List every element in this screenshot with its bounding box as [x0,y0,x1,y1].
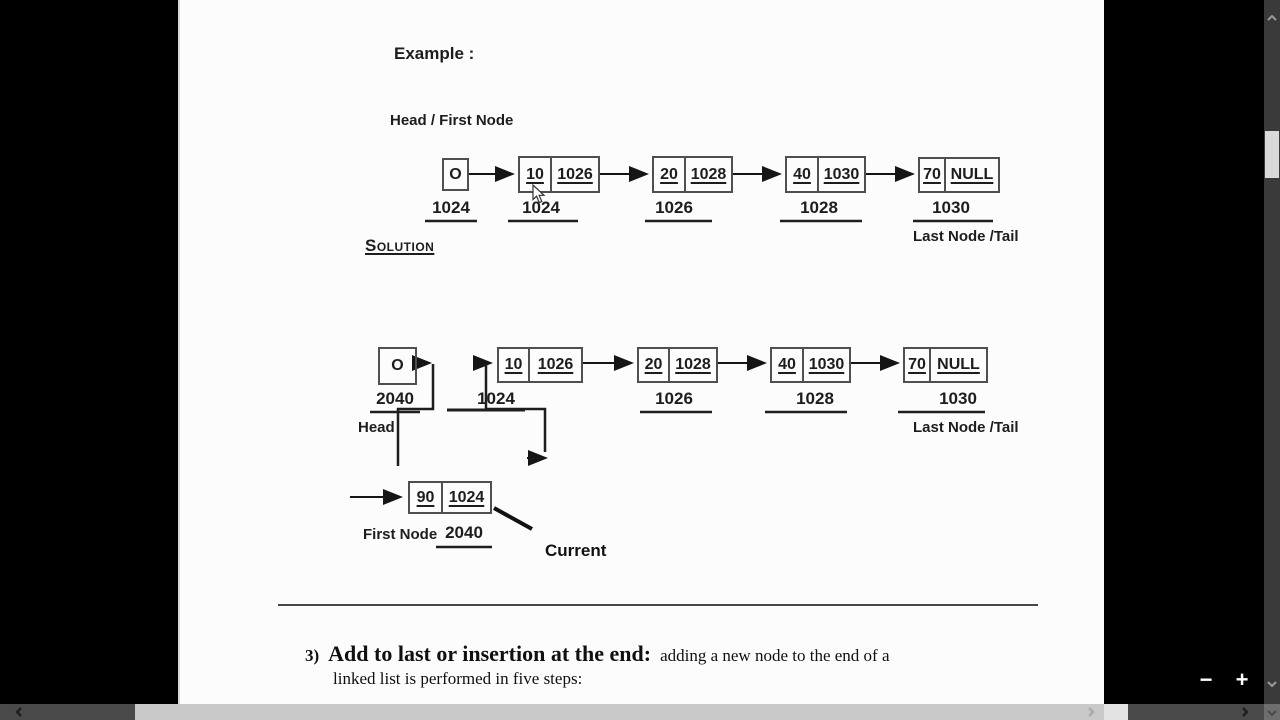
list1-head-address: 1024 [432,198,470,217]
node-next: 1028 [690,165,727,183]
node-data: 90 [416,488,435,506]
new-node-address: 2040 [445,523,483,542]
scroll-right-icon[interactable] [1240,707,1250,717]
node-data: 10 [526,165,544,183]
current-label: Current [545,541,607,560]
list2-arrows [350,355,900,505]
hscroll-light-segment [1104,704,1128,720]
page-left-edge [178,0,180,704]
list2-node-2: 20 1028 [637,347,718,383]
list1-tail-label: Last Node /Tail [913,228,1019,245]
current-pointer-line [493,506,533,531]
list2-address-underlines [370,408,985,549]
solution-heading: Solution [365,236,435,255]
head-first-node-label: Head / First Node [390,112,514,129]
node-next: 1026 [537,356,574,373]
node-data: 20 [660,165,678,183]
list2-node-1-address: 1024 [477,389,515,408]
list1-node-4: 70 NULL [918,157,1000,193]
list2-node-3: 40 1030 [770,347,851,383]
diagram-graphics [278,166,1038,606]
scroll-left-icon[interactable] [14,707,24,717]
list2-node-3-address: 1028 [796,389,834,408]
list1-node-3-address: 1028 [800,198,838,217]
list2-head-box: O [378,347,417,385]
list1-node-3: 40 1030 [785,156,866,193]
node-data: 40 [793,165,811,183]
list2-head-address: 2040 [376,389,414,408]
mouse-cursor-icon [532,184,546,204]
item-heading: Add to last or insertion at the end: [328,641,652,666]
node-next: 1030 [823,165,860,183]
document-page: Example : Head / First Node O 1024 10 10… [180,0,1104,704]
list2-node-4: 70 NULL [903,347,988,383]
scroll-right-light-icon[interactable] [1086,707,1096,717]
node-next: 1026 [557,165,593,183]
scroll-up-icon[interactable] [1267,13,1277,23]
node-data: 40 [778,356,796,373]
scroll-down-icon[interactable] [1267,679,1277,689]
item-number: 3) [305,646,320,665]
example-heading: Example : [394,44,475,63]
hscroll-thumb[interactable] [135,704,1104,720]
item-heading-rest: adding a new node to the end of a [660,646,890,665]
player-zoom-in-button[interactable]: + [1235,667,1249,692]
node-next: 1024 [448,488,485,506]
list2-node-2-address: 1026 [655,389,693,408]
hscroll-right-segment[interactable] [1128,704,1264,720]
paragraph-heading-row: 3) Add to last or insertion at the end: … [305,641,890,667]
node-data: 70 [923,166,941,183]
first-node-label: First Node [363,526,438,543]
hscroll-left-segment[interactable] [0,704,135,720]
node-next: 1030 [808,356,845,373]
paragraph-line2: linked list is performed in five steps: [333,669,583,688]
list1-head-box: O [442,158,469,191]
vertical-scrollbar-thumb[interactable] [1265,131,1279,178]
list1-node-4-address: 1030 [932,198,970,217]
new-node: 90 1024 [408,481,492,514]
node-next: NULL [937,356,980,373]
corner-chevron-icon [1267,710,1277,717]
list1-node-1: 10 1026 [518,156,600,193]
player-zoom-out-button[interactable]: − [1199,667,1213,692]
scrollbar-corner [1264,704,1280,720]
list2-node-1: 10 1026 [497,347,583,383]
vertical-scrollbar[interactable] [1264,0,1280,704]
list2-tail-label: Last Node /Tail [913,419,1019,436]
node-data: 70 [908,356,926,373]
list1-node-1-address: 1024 [522,198,560,217]
list2-node-4-address: 1030 [939,389,977,408]
node-data: 20 [644,356,663,373]
list1-node-2: 20 1028 [652,156,733,193]
node-next: NULL [950,166,994,183]
list1-node-2-address: 1026 [655,198,693,217]
head-label: Head [358,419,395,436]
node-data: 10 [504,356,523,373]
node-next: 1028 [675,356,711,373]
